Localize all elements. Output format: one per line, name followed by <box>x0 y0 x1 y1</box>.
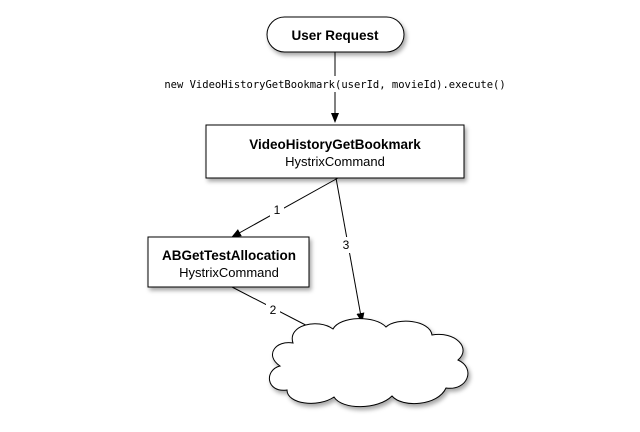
node-user-request: User Request <box>266 16 405 53</box>
node-video-history-subtitle: HystrixCommand <box>285 154 385 169</box>
edge-label-3: 3 <box>343 238 350 252</box>
node-video-history-command: VideoHistoryGetBookmark HystrixCommand <box>205 124 465 179</box>
node-video-history-title: VideoHistoryGetBookmark <box>249 137 421 152</box>
node-cloud <box>269 318 469 408</box>
node-ab-test-command: ABGetTestAllocation HystrixCommand <box>147 236 310 288</box>
node-ab-test-subtitle: HystrixCommand <box>179 265 279 280</box>
node-ab-test-title: ABGetTestAllocation <box>162 248 296 263</box>
edge-label-1: 1 <box>274 203 281 217</box>
edge-label-2: 2 <box>270 303 277 317</box>
edge-1-command-to-abtest <box>231 177 339 238</box>
edge-label-request-call: new VideoHistoryGetBookmark(userId, movi… <box>164 79 505 91</box>
edge-label-bg-request <box>168 76 502 92</box>
node-user-request-label: User Request <box>291 28 379 43</box>
edge-label-bg-2 <box>266 302 280 318</box>
edge-label-bg-3 <box>339 237 353 253</box>
edge-label-bg-1 <box>270 202 284 218</box>
